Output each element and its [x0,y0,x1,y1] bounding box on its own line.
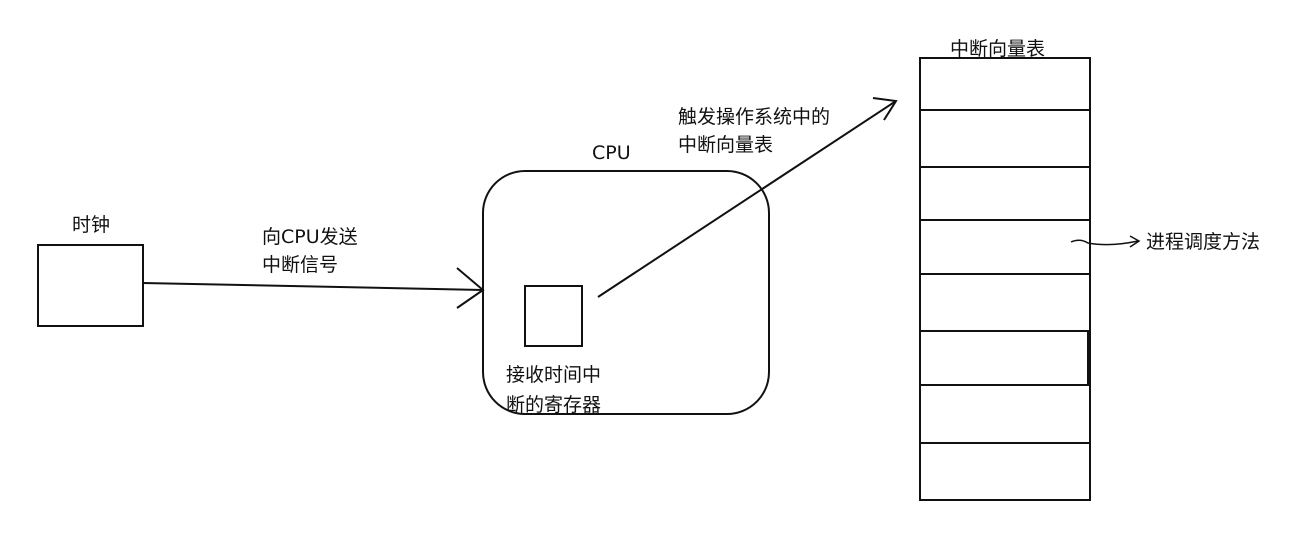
trigger-label-line2: 中断向量表 [678,134,774,156]
vector-table-highlighted-row [919,219,1091,275]
register-to-table-arrowhead [872,97,898,121]
trigger-label-line1: 触发操作系统中的 [678,106,831,128]
register-label-line1: 接收时间中 [506,364,602,386]
vector-table-title: 中断向量表 [950,38,1046,60]
clock-to-cpu-arrowhead [456,267,485,309]
scheduler-arrow [1070,239,1139,246]
vector-table-row [919,330,1089,386]
register-box [524,285,583,347]
vector-table-outline [919,57,1091,501]
vector-table [919,57,1091,501]
scheduler-arrowhead [1129,235,1141,248]
send-signal-label-line2: 中断信号 [262,254,339,276]
send-signal-label-line1: 向CPU发送 [262,226,358,248]
cpu-box [482,170,770,415]
register-to-table-arrow [597,100,897,298]
clock-label: 时钟 [72,214,111,236]
register-label-line2: 断的寄存器 [506,394,602,416]
scheduler-label: 进程调度方法 [1146,231,1261,253]
cpu-label: CPU [592,142,631,164]
clock-box [37,244,144,327]
clock-to-cpu-arrow [142,282,484,291]
